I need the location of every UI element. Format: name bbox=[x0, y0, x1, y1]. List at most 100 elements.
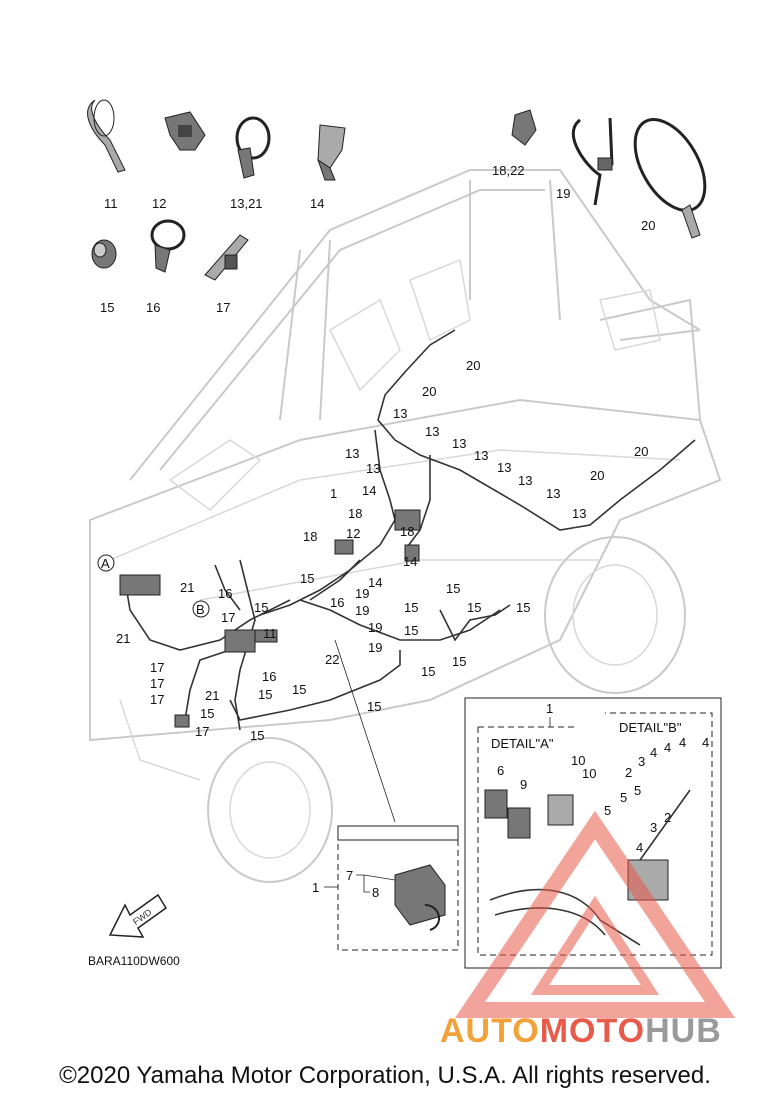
callout-7: 7 bbox=[346, 868, 353, 883]
cable-tie-19-icon bbox=[571, 117, 614, 206]
callout-14: 14 bbox=[310, 196, 324, 211]
callout-15-k: 15 bbox=[516, 600, 530, 615]
callout-21-b: 21 bbox=[116, 631, 130, 646]
reference-a-label: A bbox=[101, 556, 110, 571]
callout-1-detail: 1 bbox=[546, 701, 553, 716]
callout-19: 19 bbox=[556, 186, 570, 201]
detail-callout-4-c: 4 bbox=[679, 735, 686, 750]
callout-14-a: 14 bbox=[362, 483, 376, 498]
cable-tie-16-icon bbox=[150, 219, 186, 273]
callout-15-h: 15 bbox=[446, 581, 460, 596]
callout-13-e: 13 bbox=[452, 436, 466, 451]
callout-13-a: 13 bbox=[393, 406, 407, 421]
callout-13-g: 13 bbox=[497, 460, 511, 475]
callout-13-j: 13 bbox=[572, 506, 586, 521]
vehicle-ghost-outline bbox=[89, 169, 722, 883]
callout-14-c: 14 bbox=[368, 575, 382, 590]
callout-17-c: 17 bbox=[150, 676, 164, 691]
clamp-13-21-icon bbox=[235, 116, 271, 179]
detail-callout-3-b: 3 bbox=[650, 820, 657, 835]
callout-15-i: 15 bbox=[404, 600, 418, 615]
callout-19-b: 19 bbox=[355, 603, 369, 618]
detail-callout-2-a: 2 bbox=[625, 765, 632, 780]
callout-8: 8 bbox=[372, 885, 379, 900]
detail-callout-4-e: 4 bbox=[636, 840, 643, 855]
watermark-text: AUTOMOTOHUB bbox=[440, 1012, 722, 1051]
callout-15-f: 15 bbox=[292, 682, 306, 697]
callout-13-c: 13 bbox=[366, 461, 380, 476]
callout-17-e: 17 bbox=[195, 724, 209, 739]
callout-16-b: 16 bbox=[218, 586, 232, 601]
callout-20-a: 20 bbox=[466, 358, 480, 373]
detail-callout-10-a: 10 bbox=[571, 753, 585, 768]
callout-1-relay: 1 bbox=[312, 880, 319, 895]
callout-13-h: 13 bbox=[518, 473, 532, 488]
callout-19-c: 19 bbox=[368, 620, 382, 635]
callout-20: 20 bbox=[641, 218, 655, 233]
callout-15-d: 15 bbox=[200, 706, 214, 721]
cable-tie-17-icon bbox=[204, 234, 249, 281]
callout-13-i: 13 bbox=[546, 486, 560, 501]
callout-15-n: 15 bbox=[421, 664, 435, 679]
relay-inset-box: 1 7 8 bbox=[312, 825, 459, 951]
callout-20-d: 20 bbox=[590, 468, 604, 483]
detail-callout-10-b: 10 bbox=[582, 766, 596, 781]
detail-a-title: DETAIL"A" bbox=[491, 736, 554, 751]
callout-19-d: 19 bbox=[368, 640, 382, 655]
drawing-code: BARA110DW600 bbox=[88, 954, 180, 968]
callout-15-a: 15 bbox=[300, 571, 314, 586]
detail-b-title: DETAIL"B" bbox=[619, 720, 682, 735]
callout-11-a: 11 bbox=[263, 626, 277, 641]
callout-19-a: 19 bbox=[355, 586, 369, 601]
callout-17-a: 17 bbox=[221, 610, 235, 625]
callout-13-21: 13,21 bbox=[230, 196, 263, 211]
callout-18-22: 18,22 bbox=[492, 163, 525, 178]
detail-callout-4-d: 4 bbox=[702, 735, 709, 750]
callout-18-a: 18 bbox=[348, 506, 362, 521]
callout-21-a: 21 bbox=[180, 580, 194, 595]
callout-22: 22 bbox=[325, 652, 339, 667]
callout-15-g: 15 bbox=[367, 699, 381, 714]
forward-arrow-icon bbox=[108, 893, 168, 938]
callout-1-main: 1 bbox=[330, 486, 337, 501]
callout-15-e: 15 bbox=[250, 728, 264, 743]
watermark-logo-icon bbox=[454, 810, 736, 1018]
detail-callout-4-b: 4 bbox=[664, 740, 671, 755]
copyright-notice: ©2020 Yamaha Motor Corporation, U.S.A. A… bbox=[59, 1062, 711, 1089]
detail-callout-5-b: 5 bbox=[620, 790, 627, 805]
callout-15-j: 15 bbox=[467, 600, 481, 615]
callout-12-a: 12 bbox=[346, 526, 360, 541]
callout-21-c: 21 bbox=[205, 688, 219, 703]
detail-callout-4-a: 4 bbox=[650, 745, 657, 760]
callout-17-d: 17 bbox=[150, 692, 164, 707]
clip-12-icon bbox=[164, 111, 206, 151]
callout-18-b: 18 bbox=[303, 529, 317, 544]
detail-callout-2-b: 2 bbox=[664, 810, 671, 825]
clamp-14-icon bbox=[317, 124, 346, 181]
clip-15-icon bbox=[91, 239, 117, 269]
icon-callouts: 11 12 13,21 14 15 16 17 18,22 19 20 bbox=[100, 163, 655, 315]
detail-callout-3-a: 3 bbox=[638, 754, 645, 769]
reference-b-label: B bbox=[196, 602, 205, 617]
clip-18-22-icon bbox=[511, 109, 537, 146]
detail-callout-5-a: 5 bbox=[634, 783, 641, 798]
callout-12: 12 bbox=[152, 196, 166, 211]
callout-13-b: 13 bbox=[345, 446, 359, 461]
callout-11: 11 bbox=[104, 196, 118, 211]
detail-callout-5-c: 5 bbox=[604, 803, 611, 818]
callout-16-c: 16 bbox=[262, 669, 276, 684]
detail-callout-6: 6 bbox=[497, 763, 504, 778]
callout-13-f: 13 bbox=[474, 448, 488, 463]
callout-16: 16 bbox=[146, 300, 160, 315]
watermark-hub: HUB bbox=[645, 1012, 722, 1050]
callout-13-d: 13 bbox=[425, 424, 439, 439]
wire-harness bbox=[119, 329, 696, 823]
callout-16-a: 16 bbox=[330, 595, 344, 610]
callout-15: 15 bbox=[100, 300, 114, 315]
callout-20-b: 20 bbox=[422, 384, 436, 399]
callout-17-b: 17 bbox=[150, 660, 164, 675]
cable-tie-20-icon bbox=[633, 117, 707, 239]
callout-20-c: 20 bbox=[634, 444, 648, 459]
cable-tie-11-icon bbox=[87, 99, 126, 173]
